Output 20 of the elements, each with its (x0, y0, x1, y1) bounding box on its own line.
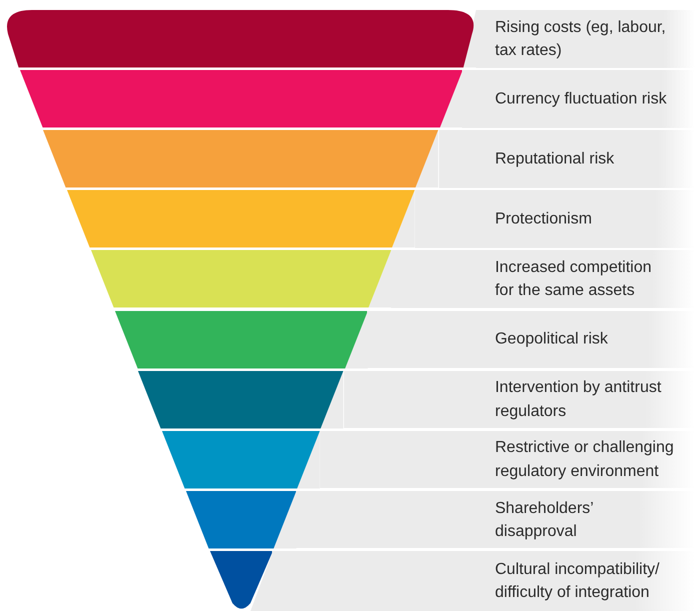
funnel-segment (43, 130, 439, 188)
funnel-segment (210, 550, 272, 611)
risk-label: Protectionism (494, 209, 593, 230)
risk-label: Shareholders’ disapproval (494, 498, 594, 542)
risk-label: Restrictive or challenging regulatory environment (494, 438, 674, 482)
funnel-segment (138, 370, 344, 428)
funnel-segment (4, 10, 476, 68)
risk-label: Rising costs (eg, labour, tax rates) (495, 18, 667, 61)
funnel-segment (20, 70, 462, 128)
risk-label: Reputational risk (494, 149, 616, 170)
funnel-segment (67, 190, 415, 248)
funnel-segment (90, 250, 392, 308)
risk-label: Currency fluctuation risk (494, 89, 668, 110)
risk-label: Increased competition for the same assets (494, 258, 653, 302)
funnel-segment (186, 490, 296, 548)
risk-label: Cultural incompatibility/ difficulty of integration (494, 560, 660, 603)
funnel-segment (114, 310, 368, 368)
risk-label: Intervention by antitrust regulators (494, 378, 662, 422)
risk-label: Geopolitical risk (494, 330, 609, 350)
funnel-segment (162, 430, 320, 488)
